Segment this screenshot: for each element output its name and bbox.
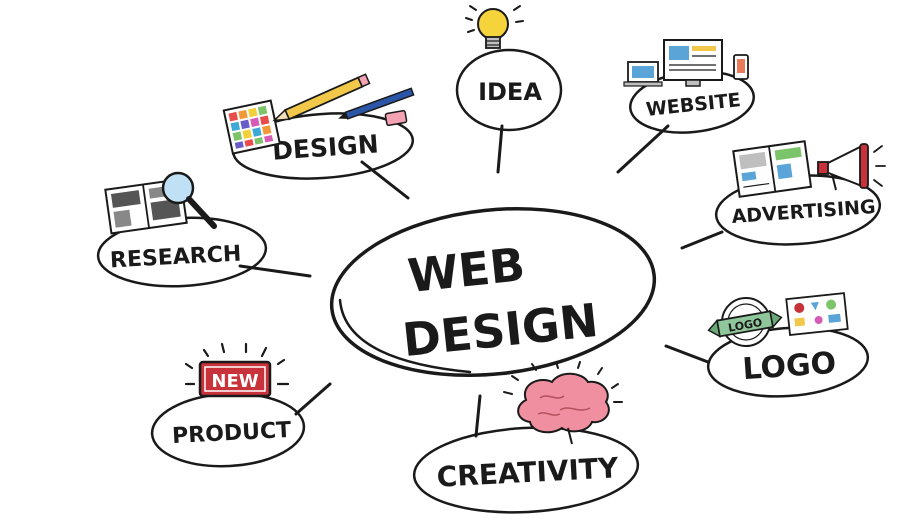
- new-badge-text: NEW: [211, 371, 258, 392]
- node-website-label: WEBSITE: [645, 89, 742, 121]
- node-logo-label: LOGO: [741, 346, 837, 387]
- new-badge-icon: NEW: [184, 342, 290, 398]
- node-idea: IDEA: [455, 5, 563, 132]
- devices-icon: [623, 39, 749, 87]
- node-idea-label: IDEA: [478, 78, 542, 106]
- node-advertising: ADVERTISING: [714, 140, 886, 246]
- center-ellipse: [329, 206, 657, 378]
- logo-ribbon-text: LOGO: [727, 316, 763, 335]
- brain-icon: [503, 361, 623, 445]
- connector-idea: [496, 124, 504, 174]
- node-research-label: RESEARCH: [109, 242, 242, 274]
- center-node: WEB DESIGN: [329, 206, 657, 378]
- light-bulb-icon: [465, 5, 524, 49]
- connector-website: [616, 124, 670, 174]
- logo-badge-icon: LOGO: [707, 292, 849, 347]
- node-creativity: CREATIVITY: [412, 361, 640, 514]
- node-website: WEBSITE: [623, 39, 755, 134]
- node-design-label: DESIGN: [271, 129, 379, 165]
- connector-design: [360, 160, 410, 200]
- center-title-line1: WEB: [405, 237, 527, 303]
- node-research: RESEARCH: [96, 171, 268, 288]
- node-product: PRODUCT NEW: [150, 342, 306, 468]
- brochure-megaphone-icon: [732, 140, 886, 198]
- connector-advertising: [680, 230, 724, 250]
- color-palette-pencils-icon: [222, 73, 415, 155]
- node-design: DESIGN: [222, 73, 415, 180]
- node-creativity-label: CREATIVITY: [436, 451, 620, 494]
- node-product-label: PRODUCT: [172, 418, 292, 449]
- connector-product: [294, 382, 332, 416]
- center-title-line2: DESIGN: [400, 293, 601, 367]
- connector-logo: [664, 344, 710, 364]
- node-logo: LOGO LOGO: [706, 292, 870, 398]
- magnifier-document-icon: [104, 171, 217, 235]
- connector-creativity: [474, 394, 482, 438]
- node-advertising-label: ADVERTISING: [731, 196, 876, 228]
